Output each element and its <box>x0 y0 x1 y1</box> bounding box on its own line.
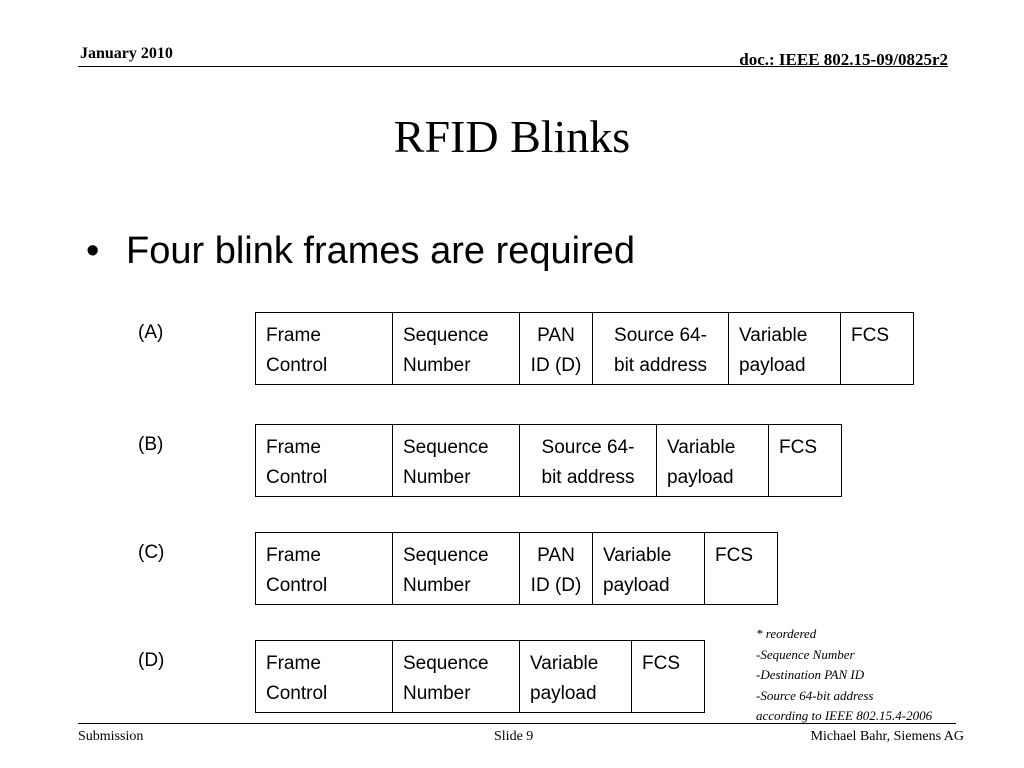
note-line: according to IEEE 802.15.4-2006 <box>756 708 933 723</box>
field-frame-control: Frame Control <box>256 641 393 712</box>
reorder-note: * reordered -Sequence Number -Destinatio… <box>756 624 932 727</box>
frame-table-b: Frame Control Sequence Number Source 64-… <box>255 424 842 497</box>
bullet-item: • Four blink frames are required <box>86 230 635 273</box>
field-frame-control: Frame Control <box>256 425 393 496</box>
frame-label-b: (B) <box>138 434 164 455</box>
frame-table-c: Frame Control Sequence Number PAN ID (D)… <box>255 532 778 605</box>
field-sequence-number: Sequence Number <box>393 641 520 712</box>
note-line: * reordered <box>756 626 817 641</box>
field-fcs: FCS <box>642 653 680 674</box>
field-fcs: FCS <box>851 325 889 346</box>
field-pan-id: PAN ID (D) <box>520 533 593 604</box>
footer-divider <box>78 723 956 724</box>
footer-author: Michael Bahr, Siemens AG <box>810 729 964 744</box>
field-source-address: Source 64- bit address <box>593 313 729 384</box>
bullet-dot: • <box>86 230 100 272</box>
field-sequence-number: Sequence Number <box>393 313 520 384</box>
note-line: -Sequence Number <box>756 646 855 662</box>
field-pan-id: PAN ID (D) <box>520 313 593 384</box>
frame-table-d: Frame Control Sequence Number Variable p… <box>255 640 705 713</box>
footer-slide-number: Slide 9 <box>494 729 534 744</box>
bullet-text: Four blink frames are required <box>126 230 635 272</box>
header-doc-id: doc.: IEEE 802.15-09/0825r2 <box>739 50 948 69</box>
frame-label-d: (D) <box>138 650 165 671</box>
footer-submission: Submission <box>78 729 144 744</box>
field-variable-payload: Variable payload <box>729 313 841 384</box>
frame-table-a: Frame Control Sequence Number PAN ID (D)… <box>255 312 914 385</box>
frame-label-c: (C) <box>138 542 165 563</box>
field-variable-payload: Variable payload <box>593 533 705 604</box>
header-divider <box>78 66 948 67</box>
field-source-address: Source 64- bit address <box>520 425 657 496</box>
field-fcs: FCS <box>779 437 817 458</box>
field-sequence-number: Sequence Number <box>393 425 520 496</box>
header-date: January 2010 <box>80 45 173 62</box>
field-sequence-number: Sequence Number <box>393 533 520 604</box>
field-variable-payload: Variable payload <box>657 425 769 496</box>
slide-title: RFID Blinks <box>393 111 631 162</box>
frame-label-a: (A) <box>138 322 164 343</box>
field-frame-control: Frame Control <box>256 313 393 384</box>
field-frame-control: Frame Control <box>256 533 393 604</box>
field-fcs: FCS <box>715 545 753 566</box>
note-line: -Source 64-bit address <box>756 687 874 703</box>
field-variable-payload: Variable payload <box>520 641 632 712</box>
note-line: -Destination PAN ID <box>756 667 865 682</box>
